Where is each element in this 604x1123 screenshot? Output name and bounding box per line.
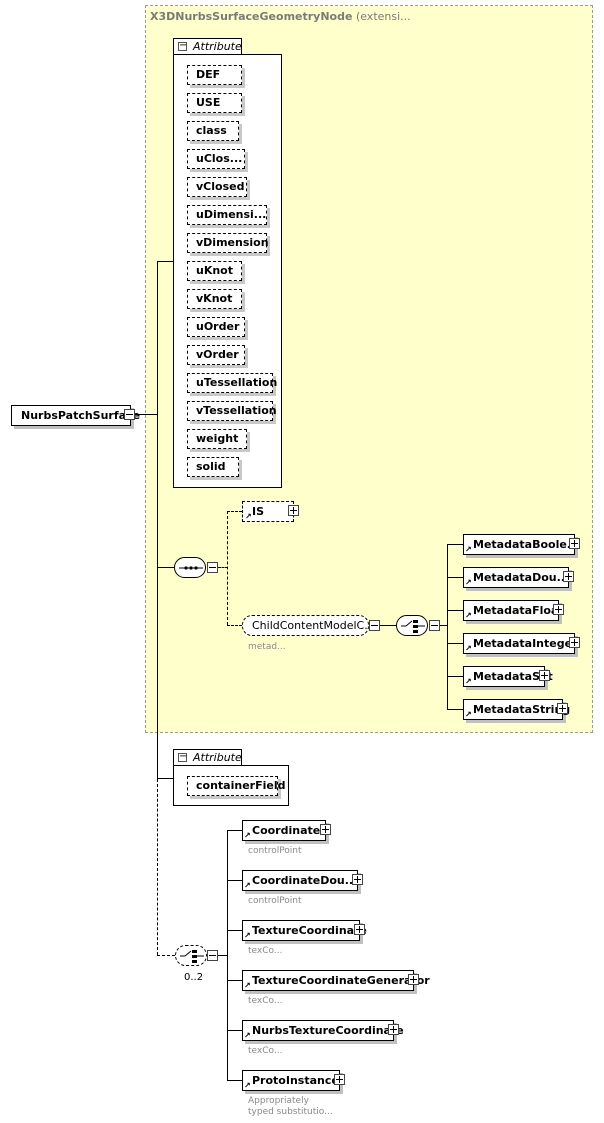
- element-metadata-item[interactable]: ↗MetadataFloat: [463, 600, 564, 621]
- element-choice-item[interactable]: ↗NurbsTextureCoordinate: [242, 1020, 404, 1041]
- extension-title: X3DNurbsSurfaceGeometryNode (extensi...: [150, 10, 411, 23]
- attribute-item[interactable]: class: [187, 121, 239, 141]
- expand-icon[interactable]: [288, 505, 299, 516]
- reference-arrow-icon: ↗: [244, 1031, 251, 1040]
- attribute-item[interactable]: uDimensi...: [187, 205, 267, 225]
- collapse-icon[interactable]: −: [178, 40, 188, 51]
- element-note: texCo...: [248, 1046, 283, 1056]
- reference-arrow-icon: ↗: [244, 881, 251, 890]
- expand-icon[interactable]: [557, 703, 568, 714]
- expand-icon[interactable]: [569, 637, 580, 648]
- expand-icon[interactable]: [352, 874, 363, 885]
- attribute-item[interactable]: USE: [187, 93, 242, 113]
- reference-arrow-icon: ↗: [244, 1081, 251, 1090]
- attribute-item[interactable]: vClosed: [187, 177, 247, 197]
- attribute-group-tab: − Attribute: [173, 38, 242, 55]
- element-metadata-item[interactable]: ↗MetadataString: [463, 699, 570, 720]
- expand-icon[interactable]: [354, 924, 365, 935]
- reference-arrow-icon: ↗: [244, 981, 251, 990]
- element-note: controlPoint: [248, 896, 302, 906]
- attribute-item[interactable]: DEF: [187, 65, 242, 85]
- attribute-item[interactable]: vTessellation: [187, 401, 277, 421]
- reference-arrow-icon: ↗: [244, 831, 251, 840]
- choice-compositor[interactable]: [396, 615, 428, 636]
- reference-arrow-icon: ↗: [465, 710, 472, 719]
- element-note: Appropriately: [248, 1096, 309, 1106]
- element-choice-item[interactable]: ↗Coordinate: [242, 820, 326, 841]
- element-is[interactable]: ↗ IS: [242, 501, 294, 522]
- sequence-icon: [179, 566, 203, 570]
- element-metadata-item[interactable]: ↗MetadataInteger: [463, 633, 577, 654]
- element-metadata-item[interactable]: ↗MetadataDou...: [463, 567, 569, 588]
- choice-compositor[interactable]: [175, 945, 207, 966]
- reference-arrow-icon: ↗: [465, 644, 472, 653]
- reference-arrow-icon: ↗: [465, 545, 472, 554]
- attribute-item[interactable]: solid: [187, 457, 239, 477]
- element-note: controlPoint: [248, 846, 302, 856]
- element-note: texCo...: [248, 946, 283, 956]
- collapse-icon[interactable]: [369, 620, 380, 631]
- element-metadata-item[interactable]: ↗MetadataBoole...: [463, 534, 579, 555]
- attribute-item[interactable]: uTessellation: [187, 373, 277, 393]
- reference-arrow-icon: ↗: [244, 931, 251, 940]
- expand-icon[interactable]: [320, 824, 331, 835]
- collapse-icon[interactable]: [429, 620, 440, 631]
- expand-icon[interactable]: [408, 974, 419, 985]
- attribute-item[interactable]: uClos...: [187, 149, 245, 169]
- element-metadata-item[interactable]: ↗MetadataSet: [463, 666, 553, 687]
- choice-icon: [401, 620, 425, 633]
- occurrence-label: 0..2: [184, 972, 204, 983]
- root-element-nurbspatchsurface[interactable]: NurbsPatchSurface: [11, 405, 140, 426]
- collapse-icon[interactable]: [207, 562, 218, 573]
- attribute-item[interactable]: uOrder: [187, 317, 245, 337]
- element-choice-item[interactable]: ↗ProtoInstance: [242, 1070, 340, 1091]
- attribute-containerfield[interactable]: containerField: [187, 776, 285, 796]
- collapse-icon[interactable]: [124, 409, 135, 420]
- reference-arrow-icon: ↗: [465, 677, 472, 686]
- expand-icon[interactable]: [563, 571, 574, 582]
- element-choice-item[interactable]: ↗TextureCoordinateGenerator: [242, 970, 430, 991]
- sequence-compositor[interactable]: [174, 557, 206, 578]
- expand-icon[interactable]: [334, 1074, 345, 1085]
- attribute-item[interactable]: vDimension: [187, 233, 269, 253]
- element-choice-item[interactable]: ↗CoordinateDou...: [242, 870, 358, 891]
- element-note: typed substitutio...: [248, 1107, 333, 1117]
- collapse-icon[interactable]: [207, 950, 218, 961]
- reference-arrow-icon: ↗: [465, 611, 472, 620]
- element-choice-item[interactable]: ↗TextureCoordinate: [242, 920, 367, 941]
- expand-icon[interactable]: [553, 604, 564, 615]
- attribute-item[interactable]: vOrder: [187, 345, 245, 365]
- expand-icon[interactable]: [569, 538, 580, 549]
- expand-icon[interactable]: [388, 1024, 399, 1035]
- element-child-content-model[interactable]: ChildContentModelC...: [242, 615, 375, 636]
- child-content-note: metad...: [248, 642, 286, 652]
- expand-icon[interactable]: [539, 670, 550, 681]
- attribute-group-tab: − Attribute: [173, 749, 242, 766]
- attribute-item[interactable]: weight: [187, 429, 247, 449]
- element-note: texCo...: [248, 996, 283, 1006]
- collapse-icon[interactable]: −: [178, 751, 188, 762]
- choice-icon: [180, 950, 204, 963]
- reference-arrow-icon: ↗: [465, 578, 472, 587]
- attribute-item[interactable]: uKnot: [187, 261, 242, 281]
- attribute-item[interactable]: vKnot: [187, 289, 242, 309]
